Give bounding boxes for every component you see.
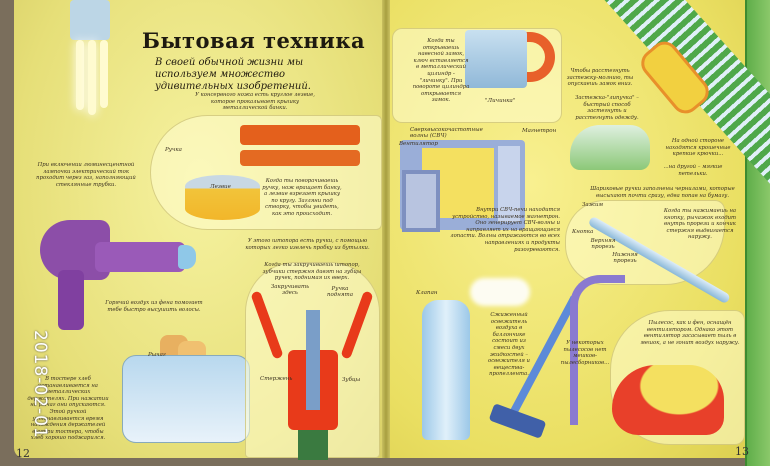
vacuum-hose	[570, 275, 625, 425]
corkscrew-illustration	[250, 270, 374, 460]
corkscrew-turn-text: Когда ты закручиваешь штопор, зубчики ст…	[262, 262, 362, 282]
intro-text: В своей обычной жизни мы используем множ…	[155, 57, 311, 92]
label-valve: Клапан	[416, 290, 438, 296]
toaster-text: В тостере хлеб устанавливается на металл…	[27, 376, 109, 442]
vacuum-cleaner-body	[612, 365, 724, 435]
lamp-text: При включении люминесцентной лампочки эл…	[36, 162, 136, 188]
padlock-text: Когда ты открываешь навесной замок, ключ…	[412, 38, 470, 104]
label-cylinder: "Личинка"	[485, 98, 516, 104]
can-opener-blade-text: У консервного ножа есть круглое лезвие, …	[195, 92, 315, 112]
label-handle-raised: Ручка поднята	[326, 286, 354, 298]
can-opener-handle	[240, 125, 360, 145]
corkscrew-intro-text: У этого штопора есть ручки, с помощью ко…	[245, 238, 370, 251]
vacuum-text: Пылесос, как и фен, оснащён вентилятором…	[640, 320, 740, 346]
microwave-text: Внутри СВЧ-печи находится устройство, на…	[450, 207, 560, 253]
velcro-hooks-text: На одной стороне находятся крошечные кре…	[665, 138, 731, 158]
label-clip: Зажим	[582, 202, 604, 208]
can-opener-turn-text: Когда ты поворачиваешь ручку, нож вращае…	[262, 178, 342, 217]
book-spine	[382, 0, 390, 458]
air-freshener-can	[422, 300, 470, 440]
label-button: Кнопка	[572, 229, 594, 235]
label-fan: Вентилятор	[399, 141, 438, 147]
pen-press-text: Когда ты нажимаешь на кнопку, рычажок вх…	[663, 208, 737, 241]
tin-can	[185, 175, 260, 220]
hairdryer-illustration	[40, 220, 200, 330]
microwave-illustration	[400, 140, 525, 235]
label-microwaves: Сверхвысокочастотные волны (СВЧ)	[410, 127, 483, 139]
label-teeth: Зубцы	[342, 377, 361, 383]
padlock-illustration	[465, 30, 560, 90]
air-freshener-text: Сжиженный освежитель воздуха в баллончик…	[488, 312, 530, 378]
label-twist-here: Закручивать здесь	[270, 284, 310, 296]
spray-cloud	[470, 278, 530, 306]
hairdryer-text: Горячий воздух из фена помогает тебе быс…	[105, 300, 203, 313]
toaster-illustration	[122, 335, 252, 445]
label-magnetron: Магнетрон	[522, 128, 557, 134]
page-number-left: 12	[16, 447, 30, 460]
fluorescent-lamp-illustration	[60, 0, 120, 120]
label-upper-slot: Верхняя прорезь	[590, 238, 616, 250]
sneaker-velcro	[570, 125, 650, 170]
label-blade: Лезвие	[210, 184, 231, 190]
label-lower-slot: Нижняя прорезь	[612, 252, 638, 264]
velcro-loops-text: ...на другой – мягкие петельки.	[663, 164, 723, 177]
label-handle: Ручка	[165, 147, 182, 153]
photo-date-stamp: 2018-02-01	[30, 330, 50, 439]
page-title: Бытовая техника	[142, 28, 366, 53]
page-number-right: 13	[735, 445, 749, 458]
label-rod: Стержень	[260, 376, 293, 382]
label-lever: Рычаг	[148, 352, 166, 358]
pen-card	[565, 200, 725, 285]
ballpoint-text: Шариковые ручки заполнены чернилами, кот…	[590, 186, 735, 199]
can-opener-handle	[240, 150, 360, 166]
bagless-text: У некоторых пылесосов нет мешков-пылесбо…	[560, 340, 610, 366]
zipper-text: Чтобы расстегнуть застежку-молнию, ты оп…	[566, 68, 634, 88]
velcro-text: Застежка-"липучка" – быстрый способ заст…	[575, 95, 639, 121]
